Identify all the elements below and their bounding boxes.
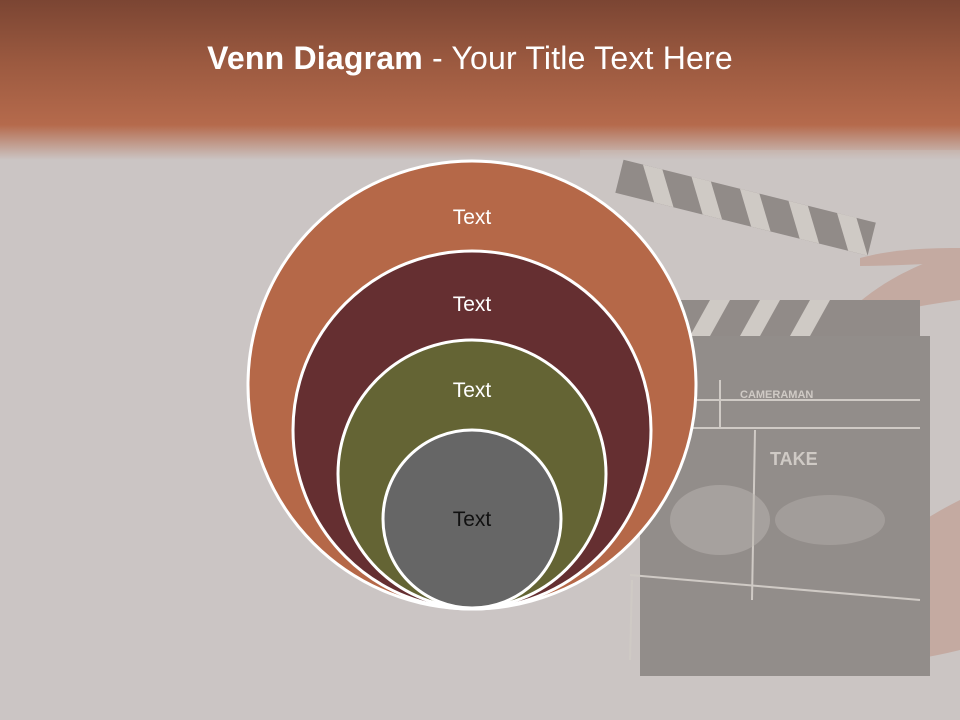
board-label-cameraman: CAMERAMAN bbox=[740, 389, 813, 401]
venn-label-second[interactable]: Text bbox=[453, 293, 492, 316]
slide-title-rest: - Your Title Text Here bbox=[422, 40, 733, 76]
venn-label-outer[interactable]: Text bbox=[453, 206, 492, 229]
venn-label-third[interactable]: Text bbox=[453, 379, 492, 402]
title-banner bbox=[0, 0, 960, 160]
slide-title-bold: Venn Diagram bbox=[207, 40, 423, 76]
slide-title: Venn Diagram - Your Title Text Here bbox=[0, 40, 940, 77]
venn-label-inner[interactable]: Text bbox=[453, 508, 492, 531]
board-label-take: TAKE bbox=[770, 449, 818, 469]
venn-circle-inner[interactable] bbox=[381, 428, 563, 610]
